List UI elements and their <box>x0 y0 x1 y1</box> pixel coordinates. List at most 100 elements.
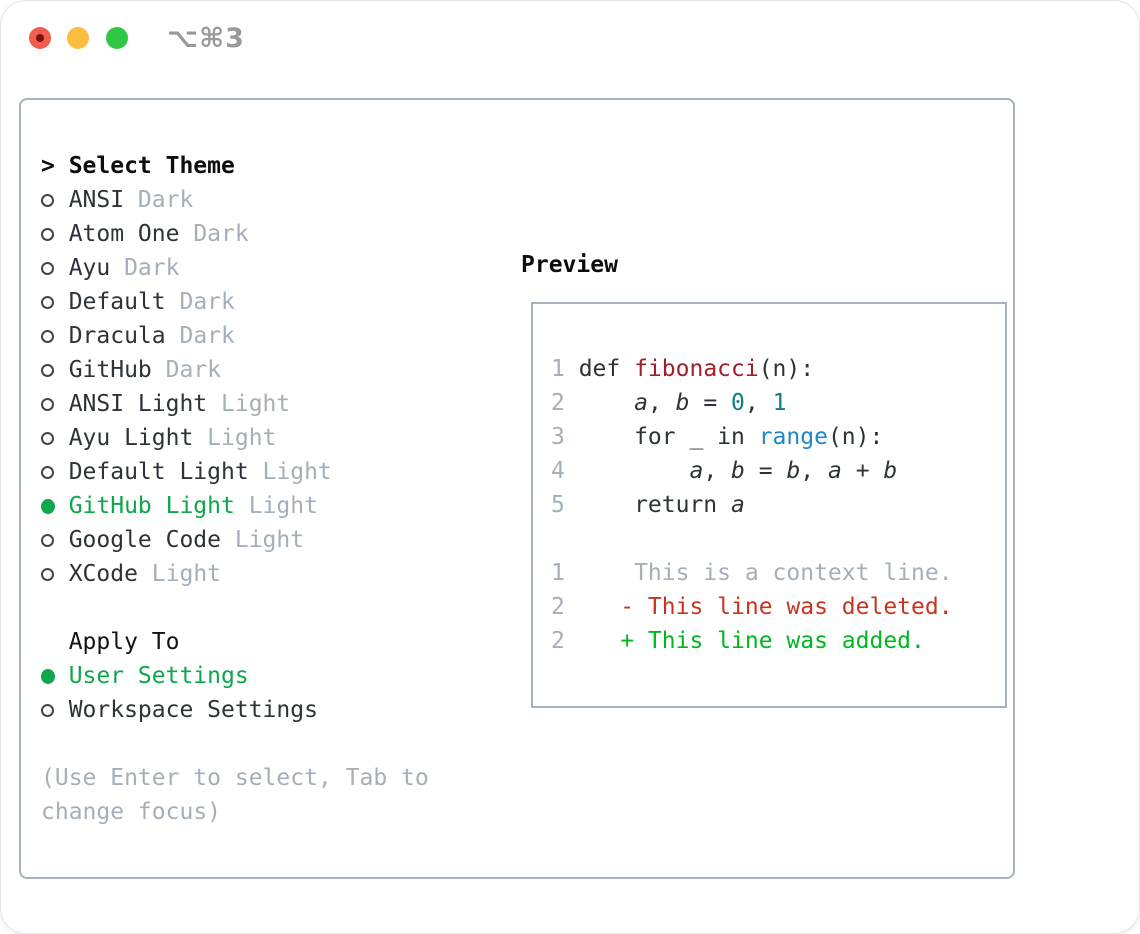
code-segment: , <box>647 390 676 416</box>
radio-selected-icon <box>41 498 55 514</box>
code-segment: , <box>703 458 732 484</box>
theme-list-header: > Select Theme <box>41 149 429 183</box>
theme-variant-badge: Dark <box>137 187 194 213</box>
theme-variant-badge: Dark <box>165 357 222 383</box>
code-segment <box>579 458 690 484</box>
preview-code-line: 2 a, b = 0, 1 <box>551 386 1005 420</box>
theme-list-title: Select Theme <box>68 153 235 179</box>
theme-variant-badge: Light <box>207 425 277 451</box>
theme-variant-badge: Light <box>234 527 305 553</box>
line-number: 3 <box>551 424 565 450</box>
apply-option-user-settings[interactable]: User Settings <box>41 659 429 693</box>
theme-option-default-light[interactable]: Default Light Light <box>41 455 429 489</box>
theme-variant-badge: Dark <box>179 323 235 349</box>
code-segment: = <box>689 390 732 416</box>
code-segment: return <box>578 492 732 518</box>
preview-code-line: 1 def fibonacci(n): <box>551 352 1005 386</box>
theme-option-default-dark[interactable]: Default Dark <box>41 285 429 319</box>
radio-unselected-icon <box>41 329 55 343</box>
window-title: ⌥⌘3 <box>167 23 245 54</box>
line-number: 1 <box>551 356 565 382</box>
close-button-icon[interactable] <box>29 27 51 49</box>
theme-list-column: > Select Theme ANSI Dark Atom One Dark A… <box>41 149 429 829</box>
theme-option-atom-one-dark[interactable]: Atom One Dark <box>41 217 429 251</box>
code-segment <box>579 594 621 620</box>
preview-title: Preview <box>521 252 618 278</box>
code-segment: b <box>731 458 745 484</box>
radio-unselected-icon <box>41 227 55 241</box>
radio-unselected-icon <box>41 431 55 445</box>
cursor-caret-icon: > <box>41 153 55 179</box>
code-segment: , <box>744 390 773 416</box>
theme-variant-badge: Light <box>248 493 318 519</box>
apply-to-header: Apply To <box>68 629 180 655</box>
radio-unselected-icon <box>41 465 55 479</box>
theme-option-ansi-light[interactable]: ANSI Light Light <box>41 387 429 421</box>
code-segment: , <box>800 458 828 484</box>
minimize-button-icon[interactable] <box>67 27 89 49</box>
code-segment: + This line was added. <box>620 628 925 654</box>
code-segment: a <box>689 458 704 484</box>
code-segment <box>579 628 621 654</box>
theme-variant-badge: Light <box>221 391 291 417</box>
radio-unselected-icon <box>41 533 55 547</box>
preview-diff-deleted-line: 2 - This line was deleted. <box>551 590 1005 624</box>
code-segment: (n): <box>827 424 884 450</box>
theme-option-github-dark[interactable]: GitHub Dark <box>41 353 429 387</box>
theme-variant-badge: Light <box>262 459 332 485</box>
apply-option-workspace-settings[interactable]: Workspace Settings <box>41 693 429 727</box>
radio-unselected-icon <box>41 295 55 309</box>
theme-option-dracula-dark[interactable]: Dracula Dark <box>41 319 429 353</box>
theme-variant-badge: Dark <box>193 221 249 247</box>
radio-unselected-icon <box>41 363 55 377</box>
radio-selected-icon <box>41 668 55 684</box>
preview-diff-context-line: 1 This is a context line. <box>551 556 1005 590</box>
code-segment: def <box>578 356 635 382</box>
title-bar: ⌥⌘3 <box>1 1 1139 73</box>
theme-variant-badge: Dark <box>179 289 235 315</box>
theme-option-xcode[interactable]: XCode Light <box>41 557 429 591</box>
theme-option-ayu-light[interactable]: Ayu Light Light <box>41 421 429 455</box>
code-segment: - This line was deleted. <box>620 594 953 620</box>
theme-picker-panel: > Select Theme ANSI Dark Atom One Dark A… <box>19 98 1015 879</box>
radio-unselected-icon <box>41 703 55 717</box>
keyboard-hint-line2: change focus) <box>41 799 222 825</box>
preview-code-line: 4 a, b = b, a + b <box>551 454 1005 488</box>
code-segment: b <box>675 390 690 416</box>
theme-option-ayu-dark[interactable]: Ayu Dark <box>41 251 429 285</box>
theme-variant-badge: Dark <box>124 255 180 281</box>
line-number: 4 <box>551 458 565 484</box>
code-segment: = <box>744 458 787 484</box>
line-number: 2 <box>551 628 565 654</box>
code-segment: b <box>786 458 801 484</box>
keyboard-hint-line1: (Use Enter to select, Tab to <box>41 765 429 791</box>
line-number: 2 <box>551 594 565 620</box>
preview-code-line: 3 for _ in range(n): <box>551 420 1005 454</box>
code-segment: 1 <box>772 390 787 416</box>
unsaved-changes-dot-icon <box>36 34 44 42</box>
code-segment: This is a context line. <box>578 560 953 586</box>
code-segment: fibonacci <box>634 356 759 382</box>
line-number: 1 <box>551 560 565 586</box>
maximize-button-icon[interactable] <box>106 27 128 49</box>
theme-variant-badge: Light <box>151 561 222 587</box>
code-segment: for _ in <box>578 424 759 450</box>
theme-option-ansi-dark[interactable]: ANSI Dark <box>41 183 429 217</box>
section-gap <box>41 591 429 625</box>
preview-code-line: 5 return a <box>551 488 1005 522</box>
theme-option-google-code[interactable]: Google Code Light <box>41 523 429 557</box>
theme-option-github-light[interactable]: GitHub Light Light <box>41 489 429 523</box>
code-segment: a <box>828 458 842 484</box>
preview-diff-added-line: 2 + This line was added. <box>551 624 1005 658</box>
radio-unselected-icon <box>41 193 55 207</box>
code-segment: (n): <box>758 356 815 382</box>
radio-unselected-icon <box>41 261 55 275</box>
section-gap <box>41 727 429 761</box>
preview-blank-line <box>551 522 1005 556</box>
code-segment: b <box>883 458 898 484</box>
code-segment: range <box>758 424 828 450</box>
code-segment: + <box>841 458 884 484</box>
code-segment: a <box>634 390 648 416</box>
